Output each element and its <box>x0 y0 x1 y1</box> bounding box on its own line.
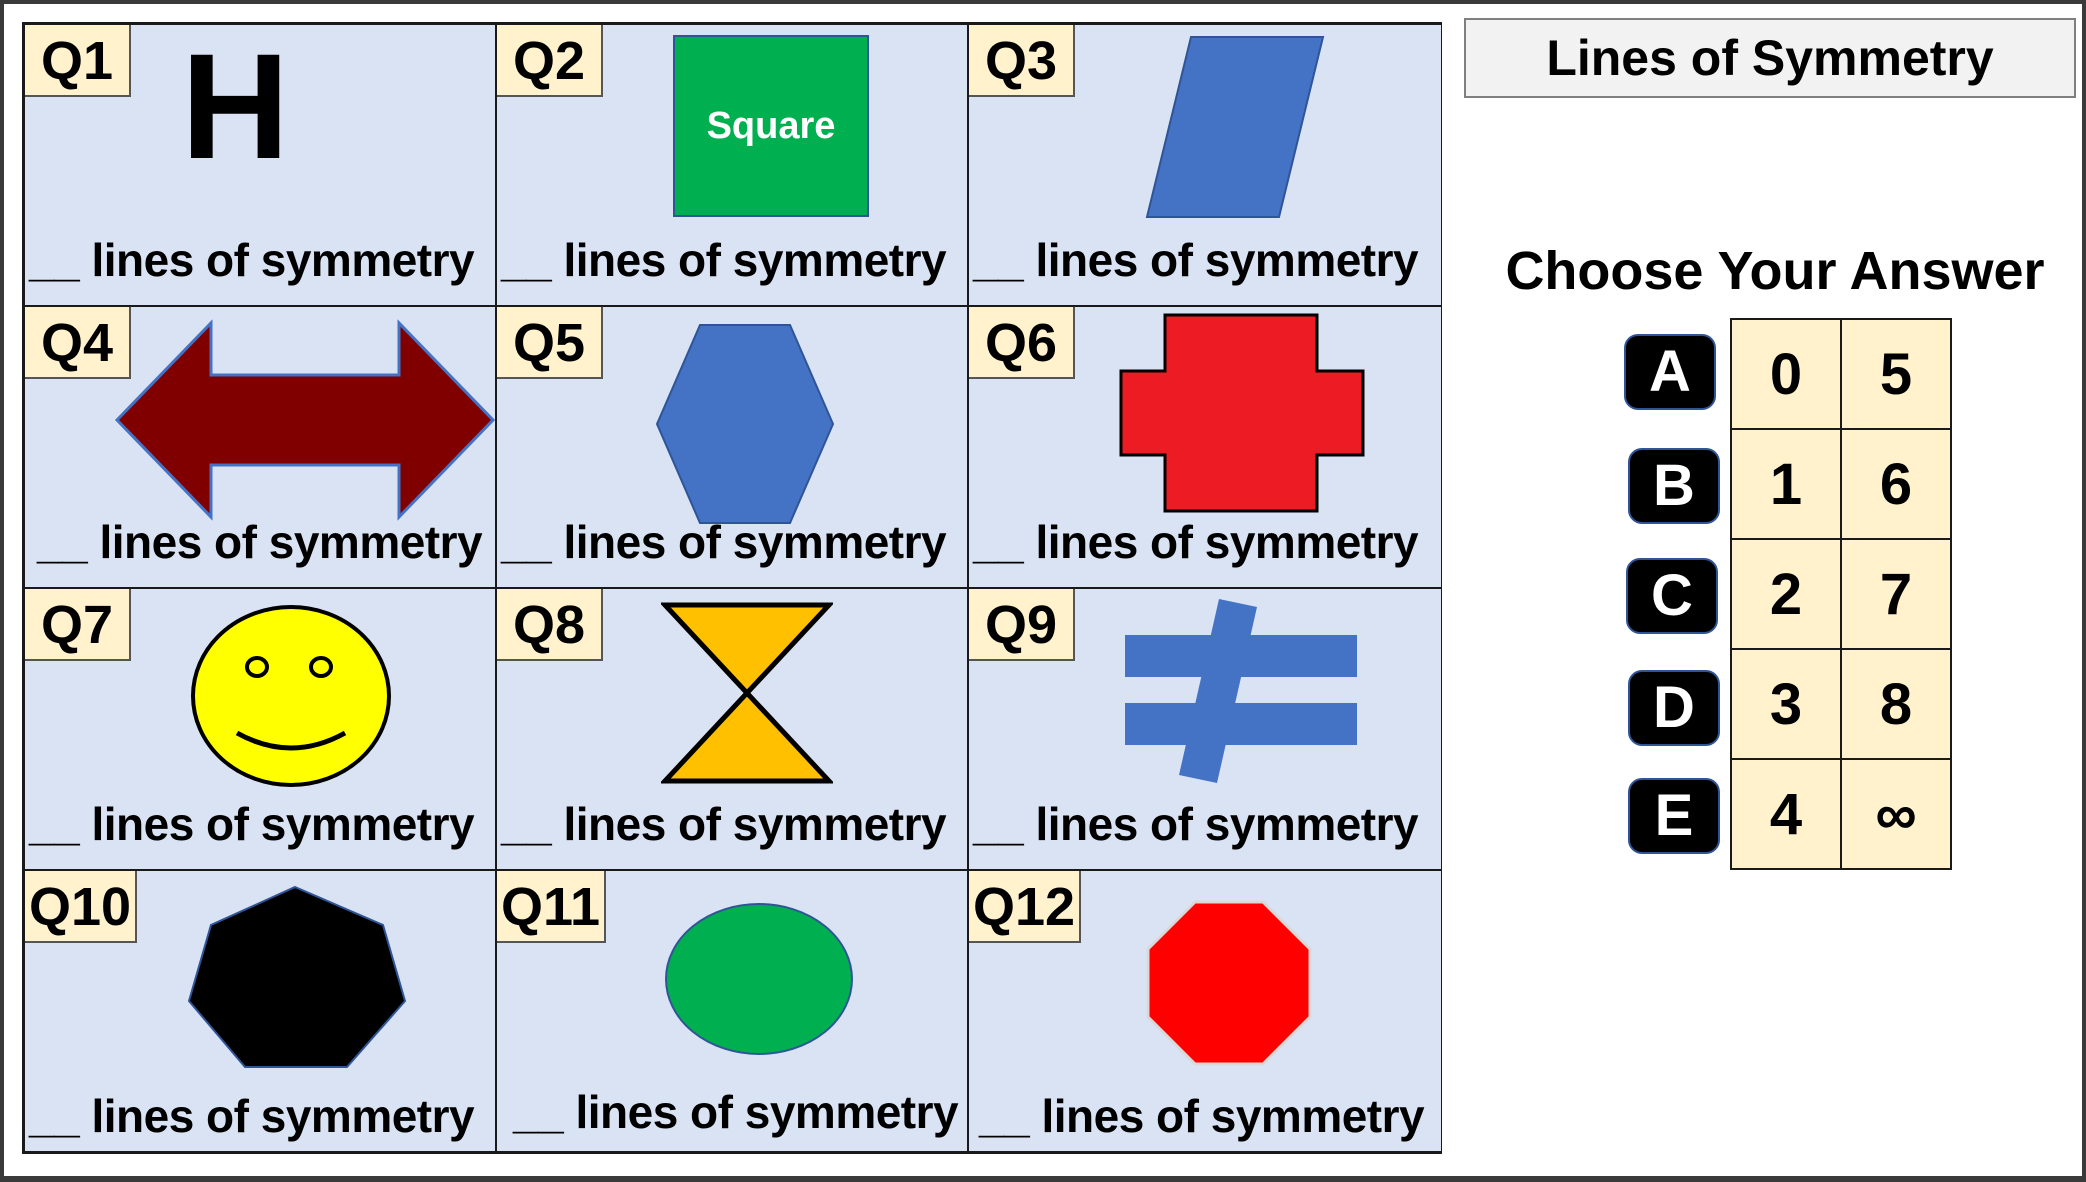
answer-row: 4 ∞ <box>1730 758 1952 870</box>
answer-value: 1 <box>1730 428 1842 540</box>
hourglass-icon <box>661 602 833 784</box>
answer-letter-b: B <box>1628 448 1720 524</box>
answer-table: 0 5 1 6 2 7 3 8 4 ∞ <box>1730 318 1952 870</box>
not-equal-icon <box>1125 599 1357 783</box>
question-cell-q5: Q5 __ lines of symmetry <box>497 307 969 589</box>
question-cell-q6: Q6 __ lines of symmetry <box>969 307 1441 589</box>
question-cell-q12: Q12 __ lines of symmetry <box>969 871 1441 1151</box>
hexagon-icon <box>655 324 835 524</box>
question-label: Q7 <box>25 589 132 661</box>
question-prompt: __ lines of symmetry <box>501 516 947 568</box>
answer-value: ∞ <box>1840 758 1952 870</box>
question-prompt: __ lines of symmetry <box>29 798 475 850</box>
question-label: Q10 <box>25 871 138 943</box>
answer-letter-a: A <box>1624 334 1716 410</box>
question-label: Q3 <box>969 25 1076 97</box>
answer-value: 2 <box>1730 538 1842 650</box>
question-grid: H Q1 __ lines of symmetry Square Q2 __ l… <box>22 22 1442 1154</box>
answer-letter-c: C <box>1626 558 1718 634</box>
question-label: Q9 <box>969 589 1076 661</box>
question-cell-q3: Q3 __ lines of symmetry <box>969 25 1441 307</box>
answer-row: 0 5 <box>1730 318 1952 430</box>
square-icon: Square <box>673 35 869 217</box>
question-prompt: __ lines of symmetry <box>29 234 475 286</box>
answer-letter-e: E <box>1628 778 1720 854</box>
letter-h-icon: H <box>181 25 290 190</box>
question-cell-q2: Square Q2 __ lines of symmetry <box>497 25 969 307</box>
double-arrow-icon <box>114 319 495 521</box>
question-label: Q4 <box>25 307 132 379</box>
question-prompt: __ lines of symmetry <box>513 1086 959 1138</box>
question-cell-q10: Q10 __ lines of symmetry <box>25 871 497 1151</box>
question-label: Q2 <box>497 25 604 97</box>
answer-row: 2 7 <box>1730 538 1952 650</box>
question-label: Q12 <box>969 871 1082 943</box>
question-label: Q11 <box>497 871 607 943</box>
octagon-icon <box>1146 900 1312 1066</box>
question-prompt: __ lines of symmetry <box>973 516 1419 568</box>
question-cell-q11: Q11 __ lines of symmetry <box>497 871 969 1151</box>
question-cell-q4: Q4 __ lines of symmetry <box>25 307 497 589</box>
question-prompt: __ lines of symmetry <box>501 798 947 850</box>
choose-answer-heading: Choose Your Answer <box>1505 241 2045 301</box>
question-prompt: __ lines of symmetry <box>37 516 483 568</box>
question-label: Q1 <box>25 25 132 97</box>
slide: H Q1 __ lines of symmetry Square Q2 __ l… <box>4 4 2082 1176</box>
answer-row: 3 8 <box>1730 648 1952 760</box>
question-cell-q7: Q7 __ lines of symmetry <box>25 589 497 871</box>
question-cell-q9: Q9 __ lines of symmetry <box>969 589 1441 871</box>
answer-value: 8 <box>1840 648 1952 760</box>
answer-value: 5 <box>1840 318 1952 430</box>
answer-value: 3 <box>1730 648 1842 760</box>
answer-value: 4 <box>1730 758 1842 870</box>
parallelogram-icon <box>1145 36 1325 218</box>
answer-row: 1 6 <box>1730 428 1952 540</box>
answer-value: 6 <box>1840 428 1952 540</box>
question-label: Q8 <box>497 589 604 661</box>
answer-value: 7 <box>1840 538 1952 650</box>
question-prompt: __ lines of symmetry <box>973 234 1419 286</box>
question-label: Q6 <box>969 307 1076 379</box>
question-cell-q1: H Q1 __ lines of symmetry <box>25 25 497 307</box>
heptagon-icon <box>187 885 407 1068</box>
question-prompt: __ lines of symmetry <box>501 234 947 286</box>
plus-cross-icon <box>1119 313 1365 513</box>
answer-value: 0 <box>1730 318 1842 430</box>
answer-letter-d: D <box>1628 670 1720 746</box>
smiley-face-icon <box>191 605 391 787</box>
question-label: Q5 <box>497 307 604 379</box>
question-cell-q8: Q8 __ lines of symmetry <box>497 589 969 871</box>
question-prompt: __ lines of symmetry <box>973 798 1419 850</box>
page-title: Lines of Symmetry <box>1464 18 2076 98</box>
question-prompt: __ lines of symmetry <box>29 1090 475 1142</box>
question-prompt: __ lines of symmetry <box>979 1090 1425 1142</box>
ellipse-icon <box>665 903 853 1055</box>
